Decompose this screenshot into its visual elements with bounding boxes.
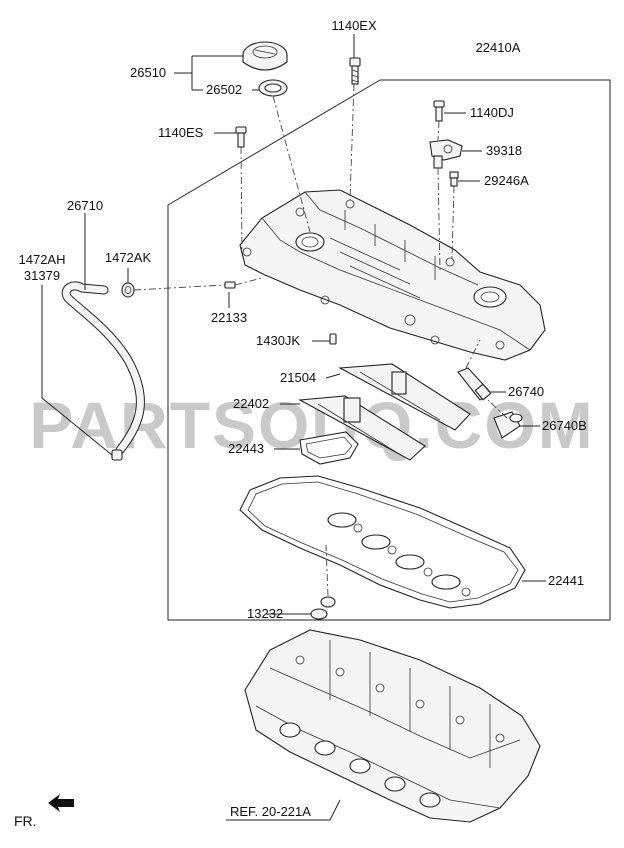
- label-22133[interactable]: 22133: [211, 310, 247, 325]
- pcv-hose[interactable]: [61, 281, 145, 455]
- hose-clamp-1472ah[interactable]: [111, 449, 123, 461]
- label-13232[interactable]: 13232: [247, 606, 283, 621]
- label-26710[interactable]: 26710: [67, 198, 103, 213]
- bolt-1140ex[interactable]: [349, 57, 361, 85]
- leader-lines: [41, 34, 546, 821]
- label-1472ak[interactable]: 1472AK: [105, 250, 152, 265]
- label-1140dj[interactable]: 1140DJ: [470, 105, 514, 120]
- bolt-1140es[interactable]: [235, 126, 247, 148]
- assembly-boundary: [167, 79, 611, 621]
- dowel-pin-1430jk[interactable]: [329, 333, 337, 345]
- oil-baffle-plate[interactable]: [338, 363, 471, 431]
- label-22410a[interactable]: 22410A: [476, 40, 521, 55]
- valve-cover[interactable]: [239, 189, 546, 361]
- valve-cover-gasket[interactable]: [239, 475, 526, 609]
- label-22443[interactable]: 22443: [228, 441, 264, 456]
- plug-13232[interactable]: [310, 596, 336, 620]
- oil-separator-plate[interactable]: [298, 395, 426, 461]
- camshaft-position-sensor[interactable]: [429, 139, 463, 169]
- label-1140es[interactable]: 1140ES: [158, 125, 204, 140]
- oil-filler-cap[interactable]: [242, 41, 288, 71]
- front-direction-arrow-icon: [48, 794, 74, 812]
- label-39318[interactable]: 39318: [486, 143, 522, 158]
- cap-seal-ring[interactable]: [258, 79, 288, 97]
- cylinder-head-reference[interactable]: [244, 629, 541, 823]
- label-1140ex[interactable]: 1140EX: [331, 18, 377, 33]
- label-1430jk[interactable]: 1430JK: [256, 333, 300, 348]
- label-26740[interactable]: 26740: [508, 384, 544, 399]
- pcv-valve[interactable]: [457, 367, 492, 401]
- label-22441[interactable]: 22441: [548, 573, 584, 588]
- hose-clamp-1472ak[interactable]: [121, 282, 135, 298]
- reference-label[interactable]: REF. 20-221A: [230, 804, 311, 819]
- label-31379[interactable]: 31379: [24, 268, 60, 283]
- label-29246a[interactable]: 29246A: [484, 173, 529, 188]
- label-22402[interactable]: 22402: [233, 396, 269, 411]
- dowel-pin-22133[interactable]: [224, 281, 236, 289]
- label-1472ah[interactable]: 1472AH: [19, 252, 66, 267]
- label-26740b[interactable]: 26740B: [542, 418, 587, 433]
- bolt-1140dj[interactable]: [433, 100, 445, 122]
- front-orientation-label: FR.: [14, 813, 37, 829]
- separator-gasket[interactable]: [299, 431, 359, 465]
- oring-29246a[interactable]: [449, 171, 459, 187]
- label-26502[interactable]: 26502: [206, 82, 242, 97]
- label-26510[interactable]: 26510: [130, 65, 166, 80]
- label-21504[interactable]: 21504: [280, 370, 316, 385]
